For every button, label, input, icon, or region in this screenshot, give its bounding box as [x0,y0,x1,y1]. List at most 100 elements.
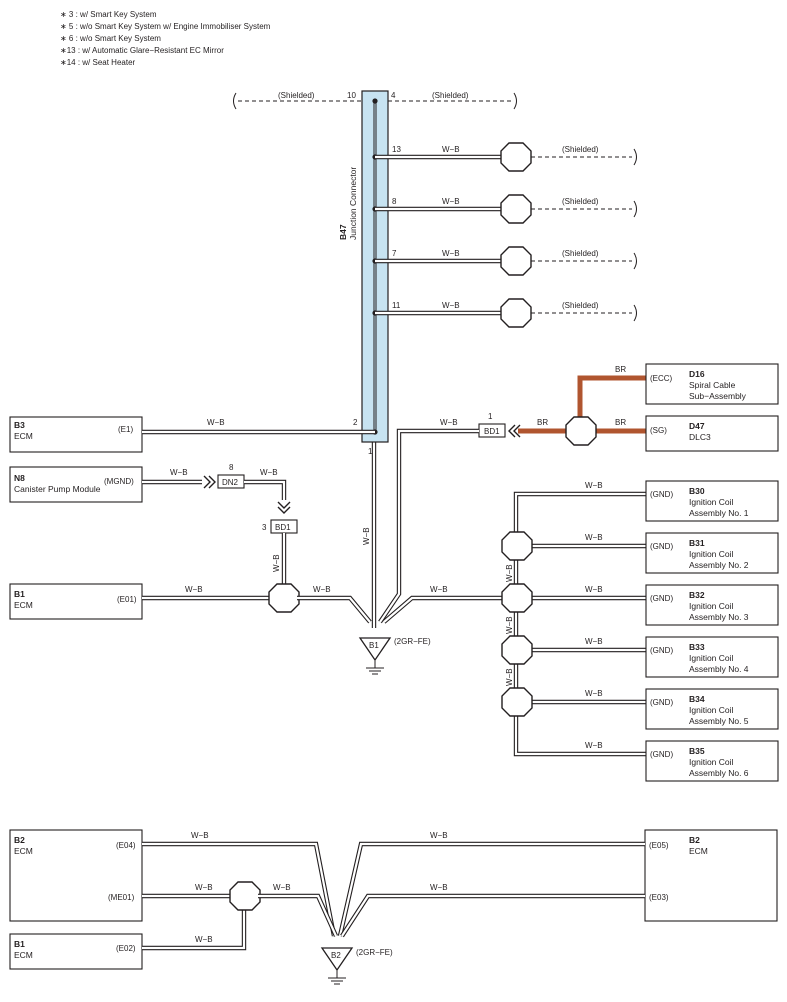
component-name: Ignition Coil [689,601,734,611]
terminal-label: (E1) [118,425,133,434]
terminal-label: (GND) [650,698,673,707]
component-name: Assembly No. 4 [689,664,749,674]
wire-label: W−B [505,668,514,686]
wire-label: BR [615,418,626,427]
br-wires: BR BR BR [508,365,646,446]
wire-label: W−B [207,418,225,427]
ground-triangle [320,947,354,972]
component-n8: N8 Canister Pump Module (MGND) DN2 8 W−B… [9,463,298,585]
component-code: D47 [689,421,705,431]
component-code: B2 [14,835,25,845]
component-name: Assembly No. 2 [689,560,749,570]
pin-label: 8 [392,197,397,206]
component-code: B1 [14,589,25,599]
wire-label: W−B [585,637,603,646]
component-code: N8 [14,473,25,483]
pin-label: 10 [347,91,356,100]
wire-label: W−B [430,585,448,594]
coil-b32: B32 Ignition Coil Assembly No. 3 (GND) [645,584,779,626]
wire-label: W−B [585,689,603,698]
wire-label: W−B [195,883,213,892]
wire-label: W−B [442,197,460,206]
terminal-label: (E05) [649,841,669,850]
wire-junction-to-ground: 1 W−B [362,442,377,628]
wire-label: W−B [185,585,203,594]
coil-b34: B34 Ignition Coil Assembly No. 5 (GND) [645,688,779,730]
component-code: B1 [14,939,25,949]
connector-label: DN2 [222,478,239,487]
shielded-label: (Shielded) [562,249,599,258]
wire-label: W−B [260,468,278,477]
component-code: B32 [689,590,705,600]
component-name: Ignition Coil [689,653,734,663]
junction-connector-b47: B47 Junction Connector [338,90,389,443]
ground-b1: B1 (2GR−FE) [358,637,431,675]
coil-b33: B33 Ignition Coil Assembly No. 4 (GND) [645,636,779,678]
wire-label: W−B [505,564,514,582]
coil-b35: B35 Ignition Coil Assembly No. 6 (GND) [645,740,779,782]
component-name: Sub−Assembly [689,391,747,401]
terminal-label: (SG) [650,426,667,435]
component-name: ECM [689,846,708,856]
wire-label: W−B [273,883,291,892]
terminal-label: (GND) [650,490,673,499]
wire-label: W−B [442,145,460,154]
terminal-label: (E02) [116,944,136,953]
pin-label: 7 [392,249,397,258]
coil-b31: B31 Ignition Coil Assembly No. 2 (GND) [645,532,779,574]
note-5: ∗14 : w/ Seat Heater [60,58,136,67]
component-d47: D47 DLC3 (SG) [645,415,779,452]
terminal-label: (GND) [650,542,673,551]
component-code: B2 [689,835,700,845]
terminal-label: (GND) [650,750,673,759]
wire-label: W−B [442,249,460,258]
component-name: Assembly No. 3 [689,612,749,622]
component-name: Ignition Coil [689,757,734,767]
wire-label: W−B [585,481,603,490]
component-name: Canister Pump Module [14,484,101,494]
note-3: ∗ 6 : w/o Smart Key System [60,34,161,43]
note-2: ∗ 5 : w/o Smart Key System w/ Engine Imm… [60,22,271,31]
wire-label: W−B [585,741,603,750]
component-b3-ecm: B3 ECM (E1) W−B 2 [9,416,375,453]
wire-label: W−B [440,418,458,427]
component-d16: D16 Spiral Cable Sub−Assembly (ECC) [645,363,779,405]
pin-label: 4 [391,91,396,100]
wire-label: W−B [170,468,188,477]
ground-engine: (2GR−FE) [394,637,431,646]
component-name: ECM [14,846,33,856]
coil-b30: B30 Ignition Coil Assembly No. 1 (GND) [645,480,779,522]
wire-label: W−B [442,301,460,310]
wire-label: W−B [505,616,514,634]
terminal-label: (ECC) [650,374,673,383]
terminal-label: (ME01) [108,893,135,902]
component-b1-ecm-bottom: B1 ECM (E02) [9,933,143,970]
component-name: Assembly No. 1 [689,508,749,518]
component-code: B31 [689,538,705,548]
terminal-label: (E03) [649,893,669,902]
pin-label: 8 [229,463,234,472]
pin-label: 3 [262,523,267,532]
shielded-branch-11: 11 W−B (Shielded) [375,298,637,328]
shielded-branch-8: 8 W−B (Shielded) [375,194,637,224]
wire-label: W−B [362,527,371,545]
wire-label: W−B [430,831,448,840]
terminal-label: (E01) [117,595,137,604]
terminal-label: (MGND) [104,477,134,486]
shielded-branch-7: 7 W−B (Shielded) [375,246,637,276]
pin-label: 2 [353,418,358,427]
component-name: Ignition Coil [689,705,734,715]
bd1-connector-path: BD1 1 W−B [378,412,506,624]
ground-engine: (2GR−FE) [356,948,393,957]
terminal-label: (E04) [116,841,136,850]
wire-label: BR [537,418,548,427]
component-code: B35 [689,746,705,756]
pin-label: 13 [392,145,401,154]
component-b1-ecm: B1 ECM (E01) W−B W−B [9,583,372,624]
pin-label: 1 [368,447,373,456]
shielded-label: (Shielded) [432,91,469,100]
component-name: Spiral Cable [689,380,736,390]
top-shield-line: (Shielded) (Shielded) 10 4 [233,91,517,110]
bottom-wires: W−B W−B W−B W−B W−B W−B [142,831,645,951]
